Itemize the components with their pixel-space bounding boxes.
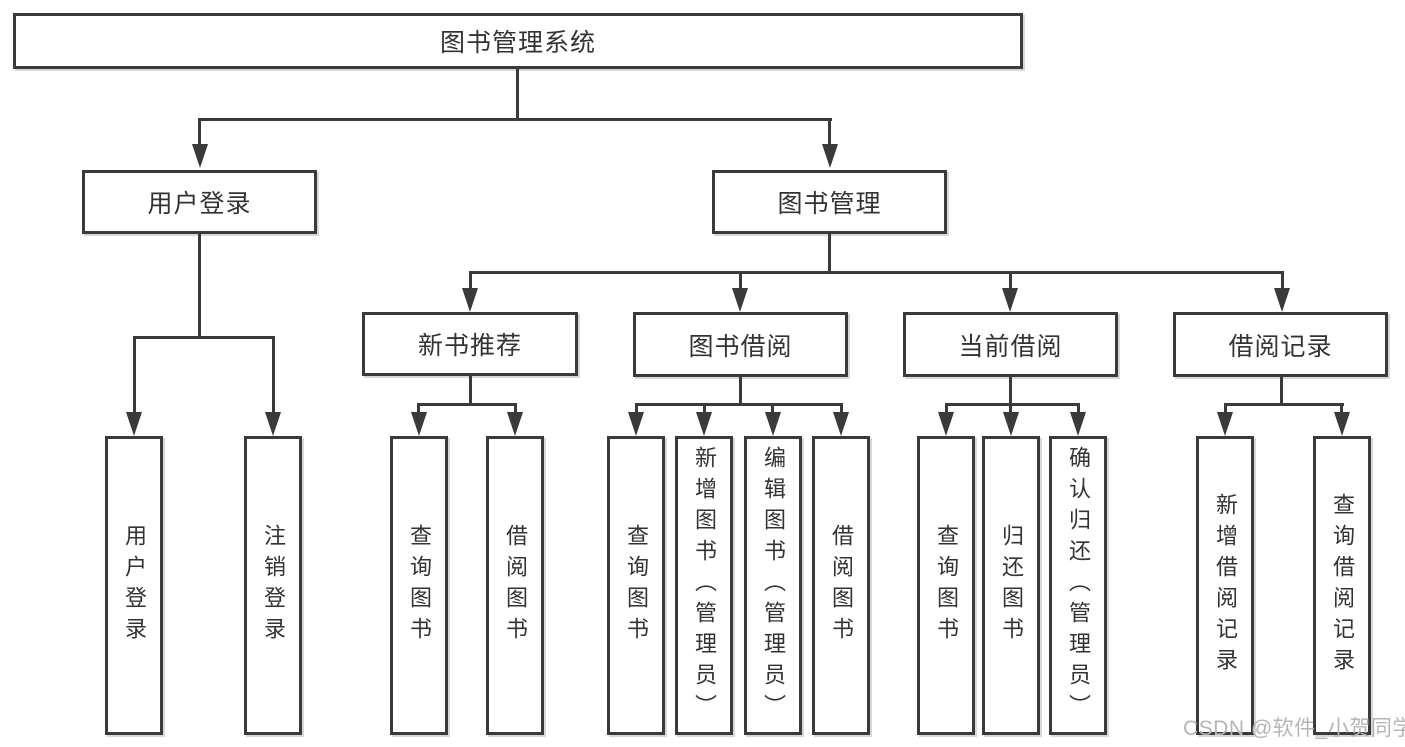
arrowhead-down-icon	[765, 412, 781, 436]
connector-line	[1224, 406, 1227, 412]
connector-line	[417, 406, 420, 412]
leaf-br-query-record: 查询借阅记录	[1313, 436, 1371, 735]
connector-line	[1340, 406, 1343, 412]
node-label: 借阅图书	[503, 523, 528, 648]
connector-line	[198, 234, 201, 336]
connector-line	[739, 377, 742, 404]
node-borrowing-records: 借阅记录	[1173, 312, 1388, 377]
leaf-bb-borrow-book: 借阅图书	[812, 436, 870, 735]
connector-line	[739, 274, 742, 288]
node-label: 编辑图书（管理员）	[761, 446, 786, 725]
arrowhead-down-icon	[833, 412, 849, 436]
watermark: CSDN @软件_小贺同学	[1183, 717, 1405, 740]
arrowhead-down-icon	[411, 412, 427, 436]
arrowhead-down-icon	[696, 412, 712, 436]
connector-line	[198, 121, 201, 146]
connector-line	[516, 69, 519, 118]
connector-line	[1009, 406, 1012, 412]
node-label: 确认归还（管理员）	[1066, 446, 1091, 725]
connector-line	[1077, 406, 1080, 412]
connector-line	[198, 118, 832, 121]
node-label: 归还图书	[999, 523, 1024, 648]
connector-line	[635, 406, 638, 412]
connector-line	[133, 339, 136, 412]
connector-line	[828, 121, 831, 146]
node-label: 查询图书	[934, 523, 959, 648]
leaf-bb-query-book: 查询图书	[607, 436, 665, 735]
connector-line	[1009, 377, 1012, 404]
connector-line	[945, 403, 1080, 406]
connector-line	[469, 376, 472, 404]
node-label: 查询借阅记录	[1330, 492, 1355, 679]
arrowhead-down-icon	[1274, 288, 1290, 312]
arrowhead-down-icon	[1003, 412, 1019, 436]
connector-line	[469, 271, 1284, 274]
arrowhead-down-icon	[938, 412, 954, 436]
node-library-system: 图书管理系统	[13, 13, 1023, 69]
leaf-cb-return-book: 归还图书	[982, 436, 1040, 735]
node-label: 借阅图书	[829, 523, 854, 648]
leaf-bb-edit-book-admin: 编辑图书（管理员）	[744, 436, 802, 735]
connector-line	[771, 406, 774, 412]
connector-line	[1280, 377, 1283, 404]
node-label: 查询图书	[407, 523, 432, 648]
connector-line	[272, 339, 275, 412]
leaf-cb-query-book: 查询图书	[917, 436, 975, 735]
leaf-bb-add-book-admin: 新增图书（管理员）	[675, 436, 733, 735]
node-label: 图书借阅	[688, 332, 793, 361]
node-label: 图书管理系统	[439, 29, 596, 57]
node-label: 当前借阅	[958, 332, 1063, 361]
connector-line	[1224, 403, 1344, 406]
node-user-login: 用户登录	[82, 170, 317, 234]
arrowhead-down-icon	[1002, 288, 1018, 312]
leaf-nsr-borrow-book: 借阅图书	[486, 436, 544, 735]
node-new-book-recommendation: 新书推荐	[362, 312, 578, 376]
node-label: 新增图书（管理员）	[692, 446, 717, 725]
arrowhead-down-icon	[1070, 412, 1086, 436]
node-label: 用户登录	[147, 190, 252, 218]
node-label: 新书推荐	[417, 332, 522, 360]
node-label: 用户登录	[122, 523, 147, 648]
arrowhead-down-icon	[732, 288, 748, 312]
connector-line	[417, 403, 517, 406]
connector-line	[703, 406, 706, 412]
node-label: 借阅记录	[1228, 332, 1333, 361]
arrowhead-down-icon	[1334, 412, 1350, 436]
node-book-borrowing: 图书借阅	[633, 312, 848, 377]
connector-line	[1009, 274, 1012, 288]
connector-line	[133, 336, 275, 339]
node-label: 图书管理	[777, 190, 882, 218]
arrowhead-down-icon	[126, 412, 142, 436]
node-label: 注销登录	[261, 523, 286, 648]
connector-line	[840, 406, 843, 412]
connector-line	[635, 403, 843, 406]
connector-line	[1281, 274, 1284, 288]
arrowhead-down-icon	[1217, 412, 1233, 436]
arrowhead-down-icon	[265, 412, 281, 436]
arrowhead-down-icon	[628, 412, 644, 436]
arrowhead-down-icon	[462, 288, 478, 312]
node-current-borrowing: 当前借阅	[903, 312, 1118, 377]
node-label: 查询图书	[624, 523, 649, 648]
arrowhead-down-icon	[192, 144, 208, 168]
leaf-logout: 注销登录	[244, 436, 302, 735]
connector-line	[514, 406, 517, 412]
connector-line	[945, 406, 948, 412]
leaf-nsr-query-book: 查询图书	[390, 436, 448, 735]
connector-line	[828, 234, 831, 274]
arrowhead-down-icon	[507, 412, 523, 436]
leaf-user-login: 用户登录	[105, 436, 163, 735]
connector-line	[469, 274, 472, 288]
arrowhead-down-icon	[822, 144, 838, 168]
leaf-cb-confirm-return-admin: 确认归还（管理员）	[1049, 436, 1107, 735]
leaf-br-add-record: 新增借阅记录	[1196, 436, 1254, 735]
node-book-management: 图书管理	[712, 170, 947, 234]
node-label: 新增借阅记录	[1213, 492, 1238, 679]
